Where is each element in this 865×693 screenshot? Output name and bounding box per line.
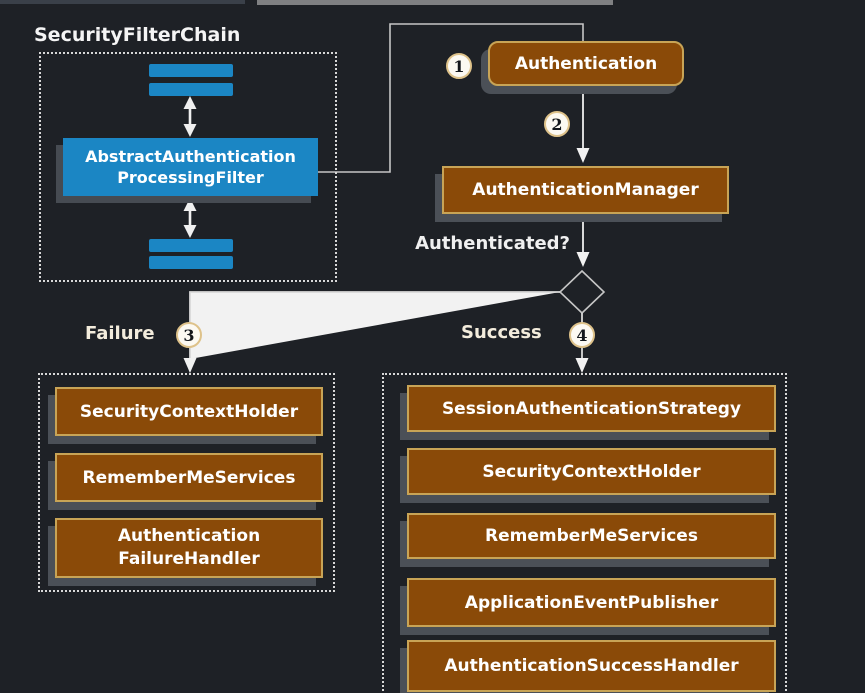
success-security-context-holder-node: SecurityContextHolder [407,448,776,495]
top-left-bar-artifact [0,0,245,4]
authentication-node: Authentication [488,41,684,86]
authentication-success-handler-node: AuthenticationSuccessHandler [407,640,776,692]
step-1-badge: 1 [446,53,472,79]
authentication-failure-handler-node: Authentication FailureHandler [55,518,323,578]
authentication-to-manager-arrow [576,86,590,163]
authentication-manager-node: AuthenticationManager [442,166,729,214]
success-remember-me-services-node: RememberMeServices [407,513,776,559]
step-2-badge: 2 [544,111,570,137]
failure-handlers-group [38,373,335,592]
failure-label: Failure [85,323,155,344]
application-event-publisher-node: ApplicationEventPublisher [407,578,776,627]
manager-to-decision-arrow [576,214,590,267]
session-authentication-strategy-node: SessionAuthenticationStrategy [407,385,776,432]
step-3-badge: 3 [176,322,202,348]
success-label: Success [461,322,542,343]
decision-diamond [558,269,606,315]
success-handlers-group [382,373,787,693]
failure-remember-me-services-node: RememberMeServices [55,453,323,502]
filter-chain-bar-top-2 [149,83,233,96]
filter-chain-bar-top-1 [149,64,233,77]
filter-chain-bar-bottom-2 [149,256,233,269]
step-4-badge: 4 [569,322,595,348]
top-grey-bar-artifact [257,0,613,5]
filter-chain-bar-bottom-1 [149,239,233,252]
failure-security-context-holder-node: SecurityContextHolder [55,387,323,436]
authenticated-question-label: Authenticated? [415,233,570,254]
abstract-authentication-processing-filter-node: AbstractAuthentication ProcessingFilter [63,138,318,196]
security-filter-chain-title: SecurityFilterChain [34,24,241,46]
